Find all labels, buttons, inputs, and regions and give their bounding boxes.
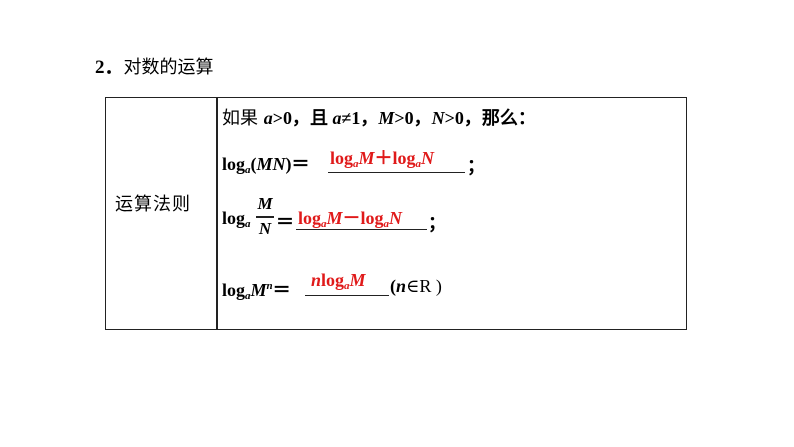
var-N: N	[431, 108, 445, 128]
answer-blank	[305, 295, 389, 296]
var-M: M	[326, 208, 343, 228]
exponent: n	[266, 280, 273, 292]
section-heading: 2．对数的运算	[95, 52, 214, 79]
answer-blank	[328, 172, 465, 173]
log-text: log	[321, 270, 345, 290]
log-base: a	[245, 290, 251, 302]
equals: ＝	[276, 212, 294, 232]
condition-text: ≠1，	[341, 108, 379, 128]
log-argument: MN	[256, 154, 286, 174]
heading-number: 2．	[95, 57, 124, 78]
condition-prefix: 如果	[222, 108, 264, 129]
log-base: a	[344, 280, 350, 292]
log-base: a	[245, 164, 251, 176]
var-n: n	[311, 270, 322, 290]
paren: (	[250, 154, 257, 174]
condition-text: >0，	[394, 108, 432, 128]
log-text: log	[360, 208, 384, 228]
log-base: a	[321, 218, 327, 230]
log-base: a	[383, 218, 390, 230]
rule-end: ；	[428, 213, 446, 233]
answer-power-rule: nlogaM	[311, 270, 366, 292]
log-base: a	[415, 158, 422, 170]
equals: )＝	[285, 154, 310, 174]
row-label: 运算法则	[115, 194, 191, 215]
fraction-denominator: N	[258, 219, 272, 238]
log-text: log	[222, 154, 246, 174]
var-M: M	[349, 270, 366, 290]
log-text: log	[298, 208, 322, 228]
power-condition: (n∈R )	[390, 276, 442, 297]
answer-product-rule: logaM＋logaN	[330, 144, 434, 170]
table-divider	[216, 97, 218, 330]
operator: ＋	[374, 148, 393, 168]
rule-end: ；	[467, 156, 485, 176]
rule-power: logaMn＝	[222, 276, 291, 302]
condition-tail: >0，那么：	[444, 108, 536, 128]
equals: ＝	[272, 280, 291, 300]
log-text: log	[222, 208, 246, 228]
var-M: M	[250, 280, 267, 300]
log-text: log	[330, 148, 354, 168]
paren: (	[390, 276, 396, 296]
condition-text: ∈R )	[406, 276, 442, 296]
rule-product: loga(MN)＝	[222, 150, 310, 176]
log-base: a	[353, 158, 359, 170]
rules-table	[105, 97, 687, 330]
var-a: a	[332, 108, 342, 128]
log-base: a	[245, 218, 251, 230]
operator: －	[342, 208, 361, 228]
var-n: n	[396, 276, 407, 296]
var-M: M	[358, 148, 375, 168]
var-a: a	[263, 108, 273, 128]
condition-line: 如果 a>0，且 a≠1，M>0，N>0，那么：	[222, 104, 536, 130]
condition-text: >0，且	[272, 108, 333, 128]
var-N: N	[421, 148, 435, 168]
heading-title: 对数的运算	[123, 57, 214, 78]
fraction-numerator: M	[257, 194, 273, 213]
log-text: log	[392, 148, 416, 168]
fraction-bar	[256, 216, 274, 218]
answer-blank	[296, 229, 427, 230]
answer-quotient-rule: logaM－logaN	[298, 204, 402, 230]
log-text: log	[222, 280, 246, 300]
rule-quotient-log: loga	[222, 208, 251, 230]
var-M: M	[378, 108, 395, 128]
var-N: N	[389, 208, 403, 228]
